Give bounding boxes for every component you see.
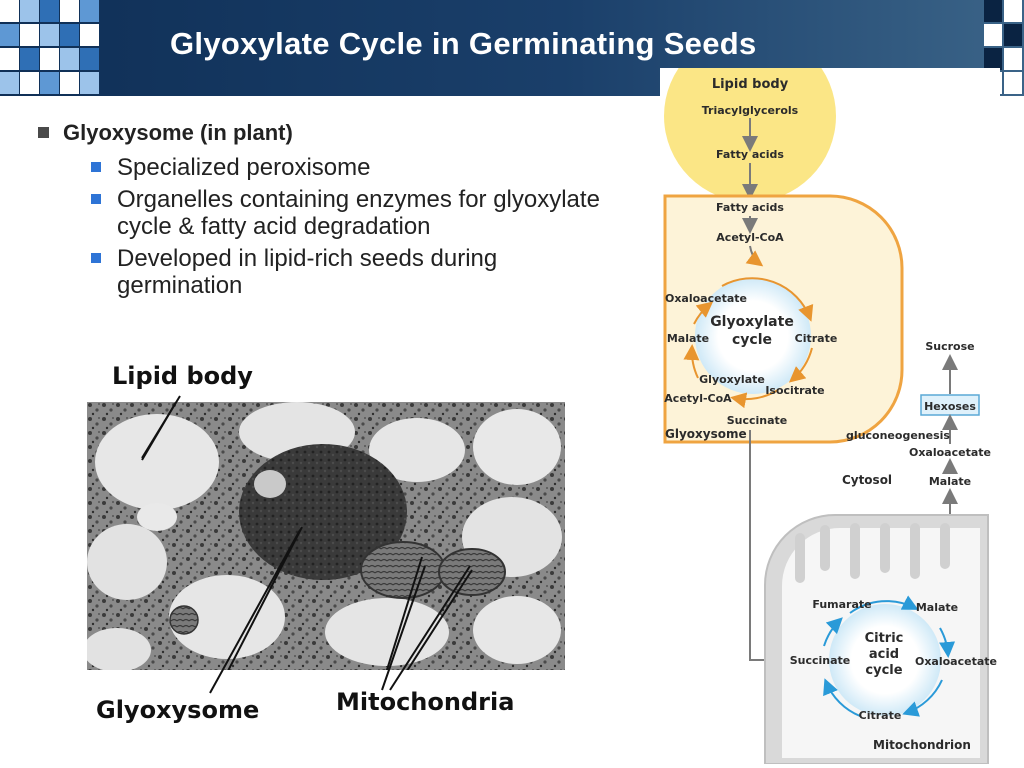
diagram-glyoxysome: Glyoxysome — [665, 427, 747, 441]
bullet-sub: Developed in lipid-rich seeds during ger… — [91, 245, 648, 299]
diagram-succinate-g: Succinate — [727, 414, 788, 427]
lipid-body-label: Lipid body — [112, 362, 253, 390]
diagram-oxaloacetate-g: Oxaloacetate — [665, 292, 747, 305]
diagram-glyoxylate-cycle-2: cycle — [732, 332, 772, 348]
diagram-succinate-m: Succinate — [790, 654, 851, 667]
square-bullet-icon — [91, 162, 101, 172]
diagram-triacylglycerols: Triacylglycerols — [702, 104, 799, 117]
diagram-acetyl-coa-2: Acetyl-CoA — [664, 392, 732, 405]
diagram-fumarate: Fumarate — [812, 598, 871, 611]
mitochondria-label: Mitochondria — [336, 688, 515, 716]
diagram-cytosol: Cytosol — [842, 473, 892, 487]
diagram-lipid-body: Lipid body — [712, 77, 789, 92]
title-bar: Glyoxylate Cycle in Germinating Seeds — [0, 0, 1024, 96]
diagram-oxaloacetate-m: Oxaloacetate — [915, 655, 997, 668]
glyoxysome-label: Glyoxysome — [96, 696, 260, 724]
bullet-list: Glyoxysome (in plant) Specialized peroxi… — [38, 120, 648, 299]
diagram-glyoxylate: Glyoxylate — [699, 373, 765, 386]
square-bullet-icon — [38, 127, 49, 138]
electron-micrograph — [87, 402, 565, 670]
diagram-isocitrate: Isocitrate — [765, 384, 824, 397]
diagram-hexoses: Hexoses — [924, 400, 976, 413]
diagram-malate-m: Malate — [916, 601, 958, 614]
diagram-mitochondrion: Mitochondrion — [873, 738, 971, 752]
diagram-citric-1: Citric — [865, 631, 904, 646]
square-bullet-icon — [91, 253, 101, 263]
diagram-citric-2: acid — [869, 647, 899, 662]
square-bullet-icon — [91, 194, 101, 204]
bullet-sub-text: Developed in lipid-rich seeds during ger… — [117, 245, 498, 299]
metabolic-pathway-diagram: Lipid body Triacylglycerols Fatty acids … — [660, 68, 1000, 764]
diagram-citric-3: cycle — [865, 663, 902, 678]
bullet-main: Glyoxysome (in plant) — [38, 120, 648, 146]
diagram-glyoxylate-cycle-1: Glyoxylate — [710, 314, 794, 330]
diagram-gluconeogenesis: gluconeogenesis — [846, 429, 950, 442]
bullet-sub: Specialized peroxisome — [91, 154, 648, 181]
slide-title: Glyoxylate Cycle in Germinating Seeds — [170, 26, 757, 61]
bullet-sub-text: Organelles containing enzymes for glyoxy… — [117, 186, 600, 240]
diagram-citrate-m: Citrate — [859, 709, 902, 722]
diagram-fatty-acids-top: Fatty acids — [716, 148, 784, 161]
diagram-malate-g: Malate — [667, 332, 709, 345]
diagram-fatty-acids: Fatty acids — [716, 201, 784, 214]
diagram-citrate-g: Citrate — [795, 332, 838, 345]
bullet-sub: Organelles containing enzymes for glyoxy… — [91, 186, 648, 240]
diagram-oxaloacetate-c: Oxaloacetate — [909, 446, 991, 459]
diagram-sucrose: Sucrose — [925, 340, 974, 353]
diagram-malate-c: Malate — [929, 475, 971, 488]
diagram-acetyl-coa: Acetyl-CoA — [716, 231, 784, 244]
decorative-tiles-left — [0, 0, 120, 96]
bullet-sub-text: Specialized peroxisome — [117, 154, 371, 181]
bullet-main-text: Glyoxysome (in plant) — [63, 120, 293, 145]
